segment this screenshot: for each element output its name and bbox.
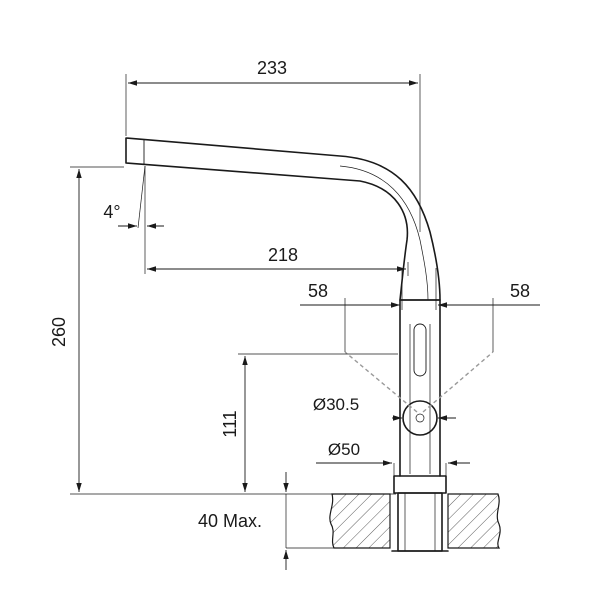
- dimension-lever-swing: 58 58: [300, 268, 540, 352]
- label-spout-reach: 218: [268, 245, 298, 265]
- label-spout-angle: 4°: [103, 202, 120, 222]
- label-lever-left: 58: [308, 281, 328, 301]
- faucet-base: [393, 475, 447, 494]
- faucet-body: [399, 299, 441, 477]
- lever-knob: [402, 400, 438, 436]
- dimension-overall-reach: 233: [125, 58, 421, 232]
- dimension-spout-angle: 4°: [103, 165, 164, 274]
- dimension-lever-height: 111: [220, 353, 398, 492]
- faucet-shank: [391, 492, 449, 552]
- dimension-counter-thickness: 40 Max.: [198, 472, 334, 570]
- label-lever-right: 58: [510, 281, 530, 301]
- label-base-diameter: Ø50: [328, 440, 360, 459]
- faucet-spout: [125, 137, 441, 301]
- label-overall-reach: 233: [257, 58, 287, 78]
- countertop: [329, 493, 501, 549]
- label-counter-thickness: 40 Max.: [198, 511, 262, 531]
- dimension-lever-diameter: Ø30.5: [313, 395, 456, 421]
- label-lever-height: 111: [220, 410, 240, 437]
- lever-swing-range: [344, 351, 494, 413]
- dimension-base-diameter: Ø50: [316, 440, 470, 476]
- dimension-total-height: 260: [49, 166, 396, 495]
- label-lever-diameter: Ø30.5: [313, 395, 359, 414]
- dimension-spout-reach: 218: [147, 245, 409, 276]
- label-total-height: 260: [49, 317, 69, 347]
